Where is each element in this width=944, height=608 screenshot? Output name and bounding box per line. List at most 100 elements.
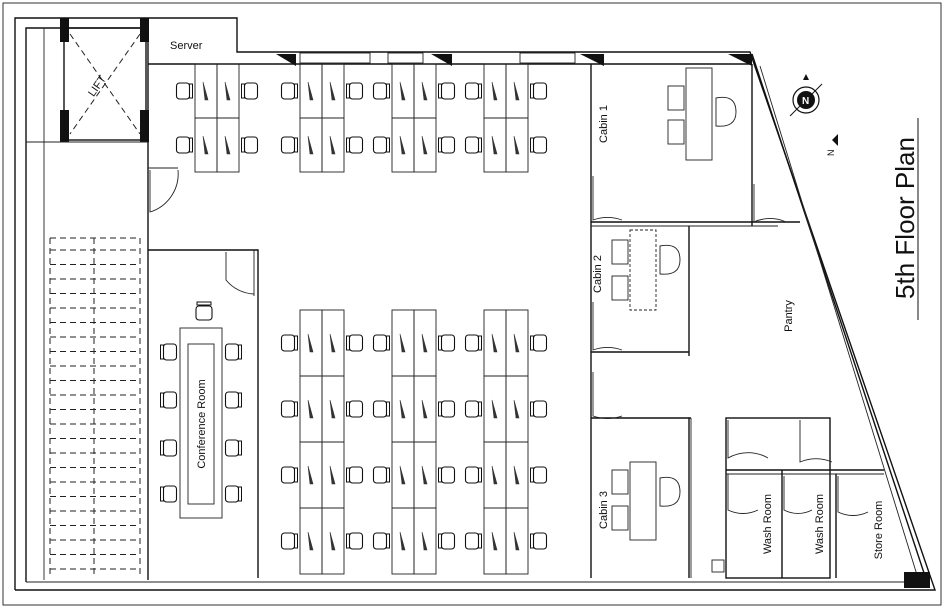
pantry: Pantry: [783, 300, 795, 332]
chair-icon: [175, 82, 193, 100]
chair-icon: [464, 466, 482, 484]
chair-icon: [346, 532, 364, 550]
desk-icon: [483, 375, 507, 443]
chair-icon: [346, 136, 364, 154]
chair-icon: [160, 439, 178, 457]
chair-icon: [464, 400, 482, 418]
chair-icon: [280, 400, 298, 418]
desk-icon: [413, 117, 437, 173]
desk-icon: [505, 309, 529, 377]
workstation-pod: [280, 63, 364, 173]
lift-shaft: LIFT: [26, 27, 149, 580]
desk-icon: [505, 375, 529, 443]
chair-icon: [241, 136, 259, 154]
chair-icon: [372, 532, 390, 550]
desk-icon: [299, 309, 323, 377]
chair-icon: [438, 400, 456, 418]
conference-table: [179, 327, 223, 519]
chair-icon: [175, 136, 193, 154]
pantry-label: Pantry: [783, 300, 795, 332]
chair-icon: [372, 82, 390, 100]
chair-icon: [346, 82, 364, 100]
desk-icon: [321, 63, 345, 119]
chair-icon: [224, 485, 242, 503]
desk-icon: [413, 507, 437, 575]
desk-icon: [299, 507, 323, 575]
workstation-pod: [372, 63, 456, 173]
chair-icon: [530, 82, 548, 100]
chair-icon: [438, 82, 456, 100]
desk-icon: [483, 507, 507, 575]
desk-icon: [483, 63, 507, 119]
desk-icon: [216, 117, 240, 173]
desk-icon: [505, 63, 529, 119]
svg-text:N: N: [826, 150, 836, 157]
chair-icon: [372, 400, 390, 418]
chair-icon: [530, 334, 548, 352]
lift-label: LIFT: [86, 73, 109, 99]
workstation-pod: [280, 309, 364, 575]
store-room: Store Room: [873, 501, 885, 560]
chair-icon: [372, 334, 390, 352]
chair-icon: [438, 136, 456, 154]
chair-icon: [372, 466, 390, 484]
workstation-pod: [464, 63, 548, 173]
cabin-3-label: Cabin 3: [598, 491, 610, 529]
workstation-pod: [372, 309, 456, 575]
desk-icon: [391, 441, 415, 509]
chair-icon: [372, 136, 390, 154]
chair-icon: [160, 485, 178, 503]
cabin-2-label: Cabin 2: [592, 255, 604, 293]
wash-room-2-label: Wash Room: [814, 494, 826, 554]
desk-icon: [321, 375, 345, 443]
desk-icon: [391, 375, 415, 443]
chair-icon: [346, 334, 364, 352]
cabin-partitions: [590, 64, 800, 578]
desk-icon: [299, 441, 323, 509]
desk-icon: [194, 117, 218, 173]
desk-icon: [505, 507, 529, 575]
desk-icon: [321, 309, 345, 377]
desk-icon: [413, 63, 437, 119]
workstation-pod: [464, 309, 548, 575]
desk-icon: [321, 117, 345, 173]
conference-chairs: [160, 301, 242, 503]
chair-icon: [280, 466, 298, 484]
chair-icon: [280, 334, 298, 352]
chair-icon: [464, 82, 482, 100]
desk-icon: [391, 63, 415, 119]
chair-icon: [224, 343, 242, 361]
chair-icon: [224, 439, 242, 457]
chair-icon: [241, 82, 259, 100]
store-room-label: Store Room: [873, 501, 885, 560]
desk-icon: [299, 375, 323, 443]
cabin-1: Cabin 1: [598, 67, 737, 161]
cabin-3: Cabin 3: [598, 461, 681, 541]
chair-icon: [530, 400, 548, 418]
desk-icon: [505, 441, 529, 509]
north-arrow-icon: N: [826, 134, 838, 156]
server-room: Server: [148, 40, 203, 213]
conference-table-inner: [187, 343, 215, 505]
chair-icon: [464, 136, 482, 154]
chair-icon: [530, 532, 548, 550]
outer-walls: [14, 17, 936, 591]
wash-rooms: Wash Room Wash Room: [725, 417, 884, 579]
chair-icon: [160, 391, 178, 409]
chair-icon: [464, 334, 482, 352]
chair-icon: [346, 466, 364, 484]
desk-icon: [413, 441, 437, 509]
chair-icon: [438, 334, 456, 352]
chair-icon: [464, 532, 482, 550]
chair-icon: [280, 136, 298, 154]
workstations: [175, 63, 548, 575]
conference-label: Conference Room: [196, 379, 208, 468]
compass-icon: N: [789, 74, 823, 117]
chair-icon: [195, 301, 213, 321]
desk-icon: [216, 63, 240, 119]
chair-icon: [224, 391, 242, 409]
chair-icon: [280, 82, 298, 100]
cabin-1-label: Cabin 1: [598, 105, 610, 143]
